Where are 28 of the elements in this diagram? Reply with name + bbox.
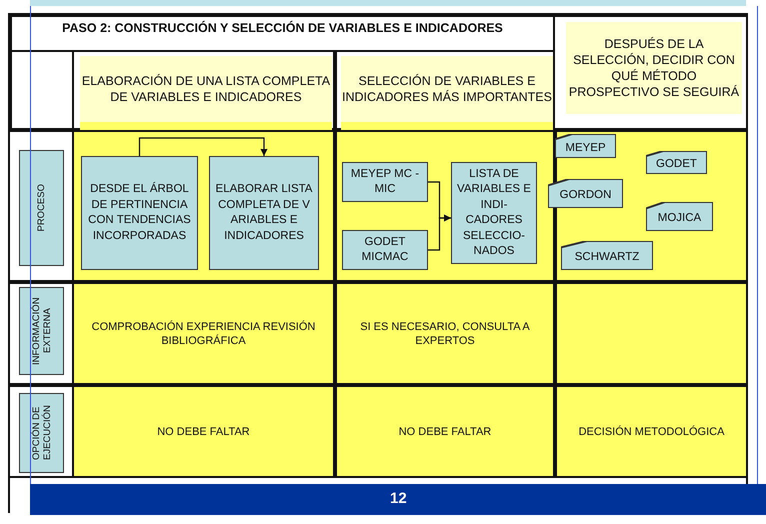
grid-cell: SI ES NECESARIO, CONSULTA A EXPERTOS: [335, 282, 555, 385]
table-title: PASO 2: CONSTRUCCIÓN Y SELECCIÓN DE VARIABLES E INDICADORES: [10, 15, 555, 52]
grid-cell: COMPROBACIÓN EXPERIENCIA REVISIÓN BIBLIOGRÁFICA: [72, 282, 335, 385]
method-tag: GORDON: [548, 179, 623, 208]
process-box: ELABORAR LISTA COMPLETA DE V ARIABLES E INDICADORES: [209, 156, 319, 270]
column-header: SELECCIÓN DE VARIABLES E INDICADORES MÁS IMPORTANTES: [341, 56, 553, 130]
method-tag: SCHWARTZ: [561, 241, 653, 270]
process-box: LISTA DE VARIABLES E INDI- CADORES SELECCIO- NADOS: [451, 162, 537, 264]
process-box: GODET MICMAC: [342, 230, 428, 270]
grid-cell: NO DEBE FALTAR: [72, 385, 335, 478]
row-header: INFORMACIÓN EXTERNA: [19, 287, 64, 375]
method-tag: GODET: [646, 151, 707, 174]
method-tag: MOJICA: [646, 202, 713, 231]
row-header: PROCESO: [19, 150, 64, 266]
grid-cell: [335, 130, 555, 282]
column-header: DESPUÉS DE LA SELECCIÓN, DECIDIR CON QUÉ MÉTODO PROSPECTIVO SE SEGUIRÁ: [566, 22, 742, 114]
row-header: OPCIÓN DE EJECUCIÓN: [19, 393, 64, 473]
process-box: DESDE EL ÁRBOL DE PERTINENCIA CON TENDENCIAS INCORPORADAS: [81, 156, 198, 270]
page-number: 12: [390, 490, 407, 508]
grid-cell: [72, 130, 335, 282]
column-header: ELABORACIÓN DE UNA LISTA COMPLETA DE VARIABLES E INDICADORES: [80, 56, 332, 130]
process-box: MEYEP MC - MIC: [342, 162, 428, 202]
grid-cell: [555, 282, 748, 385]
grid-cell: NO DEBE FALTAR: [335, 385, 555, 478]
arrow: [428, 214, 451, 251]
grid-cell: DECISIÓN METODOLÓGICA: [555, 385, 748, 478]
arrow: [138, 137, 268, 156]
method-tag: MEYEP: [555, 134, 616, 158]
